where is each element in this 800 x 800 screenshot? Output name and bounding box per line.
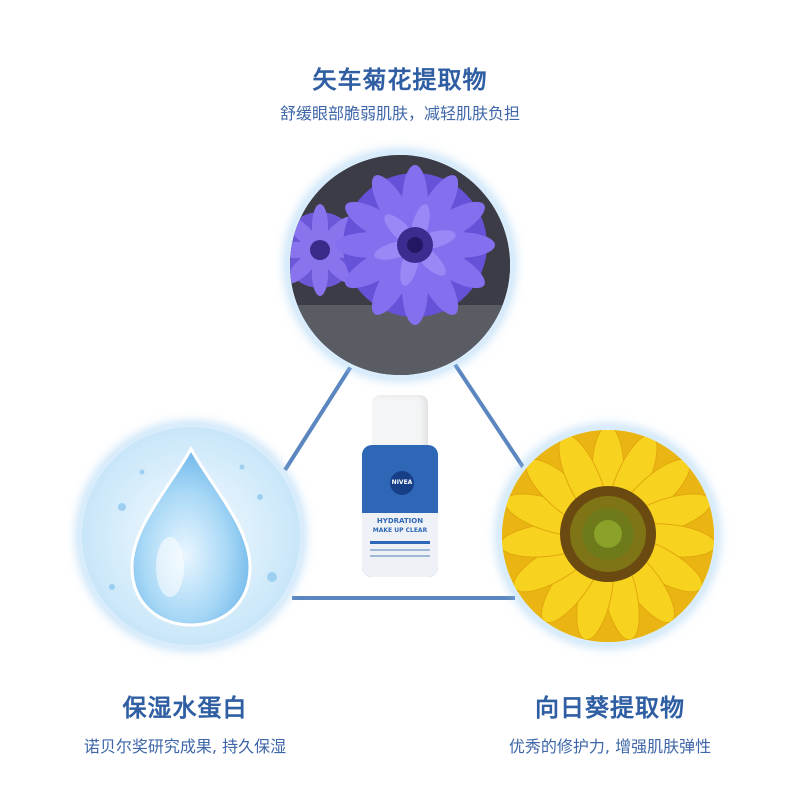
sunflower-title: 向日葵提取物 bbox=[535, 694, 685, 722]
sunflower-image bbox=[502, 430, 714, 642]
product-line1: HYDRATION bbox=[376, 517, 424, 525]
label-bar bbox=[370, 541, 430, 544]
bottle-label bbox=[362, 513, 438, 577]
aquaporin-title: 保湿水蛋白 bbox=[122, 694, 248, 722]
nivea-bottle: NIVEA HYDRATION MAKE UP CLEAR bbox=[350, 395, 450, 580]
bottle-body: NIVEA HYDRATION MAKE UP CLEAR bbox=[362, 445, 438, 577]
water-drop-image bbox=[82, 427, 300, 645]
sunflower-subtitle: 优秀的修护力, 增强肌肤弹性 bbox=[508, 737, 712, 756]
aquaporin-subtitle: 诺贝尔奖研究成果, 持久保湿 bbox=[83, 737, 287, 756]
product-line2: MAKE UP CLEAR bbox=[372, 527, 428, 534]
cornflower-image bbox=[290, 155, 510, 375]
nivea-logo: NIVEA bbox=[390, 471, 414, 495]
cornflower-subtitle: 舒缓眼部脆弱肌肤，减轻肌肤负担 bbox=[279, 104, 520, 123]
bottle-cap bbox=[372, 395, 428, 447]
cornflower-title: 矢车菊花提取物 bbox=[312, 66, 488, 94]
label-text-line bbox=[370, 549, 430, 551]
label-text-line bbox=[370, 555, 430, 557]
